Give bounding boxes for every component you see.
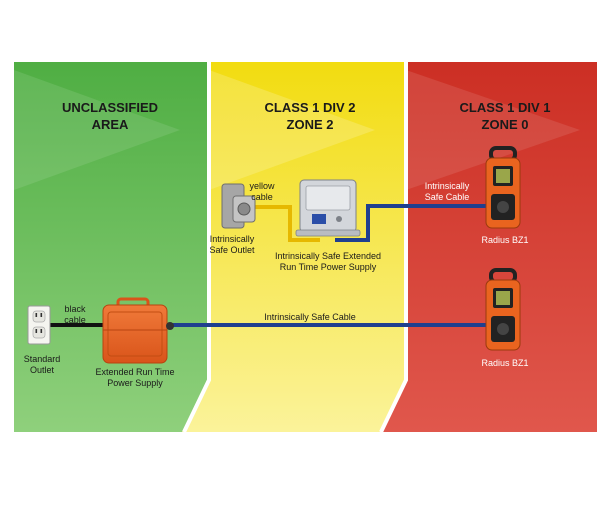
zone-title-div1-line2: ZONE 0	[482, 117, 529, 132]
is-cable-long-label: Intrinsically Safe Cable	[264, 312, 356, 322]
device-upper-label: Radius BZ1	[481, 235, 528, 245]
junction-box-icon	[221, 183, 256, 229]
black-cable-label-1: black	[64, 304, 86, 314]
gas-monitor-icon	[485, 146, 521, 229]
wall-outlet-icon	[27, 305, 51, 345]
zone-title-div1-line1: CLASS 1 DIV 1	[459, 100, 550, 115]
class1div1-zone	[382, 62, 597, 432]
zone-title-div2-line2: ZONE 2	[287, 117, 334, 132]
black-cable-label-2: cable	[64, 315, 86, 325]
device-lower-label: Radius BZ1	[481, 358, 528, 368]
is-extended-supply-label-2: Run Time Power Supply	[280, 262, 377, 272]
zone-title-div2-line1: CLASS 1 DIV 2	[264, 100, 355, 115]
extended-supply-label-2: Power Supply	[107, 378, 163, 388]
zone-title-unclassified-line2: AREA	[92, 117, 129, 132]
gas-monitor-icon	[485, 268, 521, 351]
is-extended-supply-label-1: Intrinsically Safe Extended	[275, 251, 381, 261]
extended-supply-label-1: Extended Run Time	[95, 367, 174, 377]
is-cable-upper-label-1: Intrinsically	[425, 181, 470, 191]
yellow-cable-line	[252, 205, 320, 242]
zone-title-unclassified-line1: UNCLASSIFIED	[62, 100, 158, 115]
is-outlet-label-2: Safe Outlet	[209, 245, 255, 255]
yellow-cable-label-1: yellow	[249, 181, 275, 191]
is-cable-upper-label-2: Safe Cable	[425, 192, 470, 202]
yellow-cable-label-2: cable	[251, 192, 273, 202]
blue-cable-upper	[335, 204, 488, 242]
is-outlet-label-1: Intrinsically	[210, 234, 255, 244]
gray-power-supply-icon	[295, 179, 361, 237]
orange-case-icon	[102, 297, 174, 364]
standard-outlet-label-1: Standard	[24, 354, 61, 364]
class1div2-zone	[182, 62, 405, 432]
standard-outlet-label-2: Outlet	[30, 365, 55, 375]
